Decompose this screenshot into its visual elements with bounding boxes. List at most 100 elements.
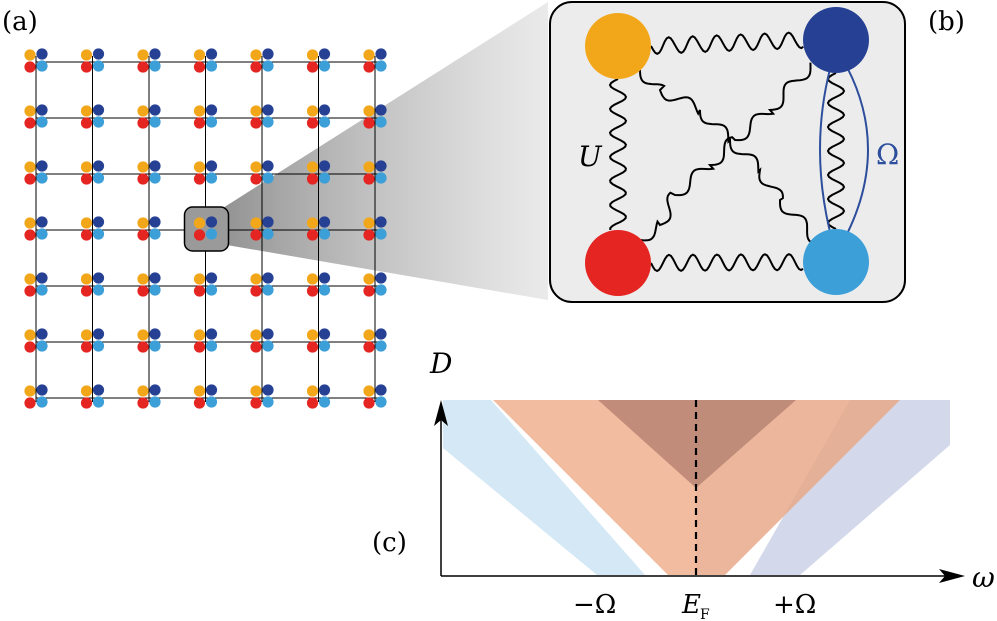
highlighted-unit-cell	[183, 206, 230, 252]
lattice-orbital-light-blue	[92, 396, 105, 408]
lattice-orbital-orange	[193, 49, 206, 61]
lattice-orbital-light-blue	[205, 284, 218, 296]
lattice-orbital-light-blue	[149, 116, 161, 128]
lattice-orbital-orange	[24, 217, 36, 229]
lattice-orbital-red	[363, 173, 375, 185]
lattice-orbital-dark-blue	[92, 48, 105, 60]
unit-cell-panel: U Ω	[549, 1, 906, 303]
lattice-orbital-light-blue	[318, 284, 331, 296]
lattice-orbital-red	[193, 397, 206, 409]
orbital-node-dark-blue	[803, 7, 869, 73]
lattice-orbital-dark-blue	[36, 160, 48, 172]
lattice-orbital-orange	[306, 161, 319, 173]
lattice-orbital-dark-blue	[375, 48, 387, 60]
lattice-orbital-red	[306, 117, 319, 129]
lattice-orbital-red	[137, 229, 149, 241]
lattice-orbital-red	[80, 173, 93, 185]
lattice-orbital-light-blue	[318, 228, 331, 240]
lattice-orbital-red	[193, 117, 206, 129]
lattice-orbital-red	[24, 397, 36, 409]
hybridization-label-omega: Ω	[876, 138, 899, 171]
lattice-orbital-dark-blue	[149, 216, 161, 228]
tick-plus-omega: +Ω	[773, 590, 816, 620]
lattice-orbital-red	[80, 397, 93, 409]
lattice-orbital-red	[193, 229, 206, 241]
lattice-orbital-orange	[80, 329, 93, 341]
lattice-orbital-light-blue	[318, 172, 331, 184]
lattice-orbital-red	[306, 341, 319, 353]
lattice-orbital-dark-blue	[92, 328, 105, 340]
lattice-orbital-red	[80, 285, 93, 297]
lattice-orbital-dark-blue	[375, 384, 387, 396]
lattice-orbital-red	[363, 397, 375, 409]
lattice-orbital-red	[250, 341, 262, 353]
lattice-orbital-orange	[193, 329, 206, 341]
interaction-label-u: U	[578, 140, 603, 173]
lattice-orbital-red	[363, 117, 375, 129]
lattice-orbital-light-blue	[36, 396, 48, 408]
lattice-orbital-dark-blue	[205, 160, 218, 172]
lattice-orbital-red	[24, 285, 36, 297]
lattice-orbital-red	[250, 285, 262, 297]
lattice-orbital-dark-blue	[149, 160, 161, 172]
tick-fermi-subscript: F	[700, 607, 710, 621]
hybridization-arc-left	[819, 47, 837, 255]
lattice-orbital-red	[250, 229, 262, 241]
panel-label-a: (a)	[2, 7, 38, 37]
lattice-orbital-dark-blue	[36, 104, 48, 116]
lattice-orbital-dark-blue	[149, 384, 161, 396]
lattice-orbital-red	[250, 61, 262, 73]
lattice-orbital-light-blue	[318, 340, 331, 352]
lattice-orbital-dark-blue	[262, 216, 274, 228]
lattice-orbital-orange	[24, 105, 36, 117]
lattice-orbital-dark-blue	[318, 104, 331, 116]
band-lavender	[750, 400, 950, 575]
lattice-orbital-orange	[363, 49, 375, 61]
wiggle-left	[608, 78, 628, 230]
lattice-orbital-orange	[250, 329, 262, 341]
lattice-orbital-red	[193, 341, 206, 353]
lattice-orbital-dark-blue	[149, 104, 161, 116]
band-overlap	[598, 400, 796, 488]
lattice-orbital-orange	[363, 161, 375, 173]
lattice-orbital-light-blue	[375, 60, 387, 72]
lattice-orbital-red	[24, 117, 36, 129]
lattice-orbital-red	[193, 61, 206, 73]
lattice-orbital-dark-blue	[262, 160, 274, 172]
lattice-orbital-light-blue	[149, 284, 161, 296]
lattice-orbital-red	[193, 173, 206, 185]
lattice-orbital-dark-blue	[205, 328, 218, 340]
lattice-orbital-light-blue	[149, 340, 161, 352]
lattice-orbital-dark-blue	[149, 48, 161, 60]
lattice-orbital-orange	[306, 329, 319, 341]
lattice-orbital-orange	[80, 161, 93, 173]
wiggle-top	[650, 31, 804, 55]
zoom-cone	[215, 2, 548, 300]
lattice-orbital-light-blue	[375, 284, 387, 296]
lattice-orbital-dark-blue	[36, 216, 48, 228]
lattice-orbital-orange	[24, 49, 36, 61]
y-axis-label: D	[429, 347, 452, 380]
lattice-orbital-red	[24, 229, 36, 241]
wiggle-right	[826, 72, 846, 230]
lattice-orbital-dark-blue	[318, 216, 331, 228]
lattice-orbital-orange	[80, 217, 93, 229]
lattice-orbital-red	[363, 285, 375, 297]
lattice-orbital-red	[250, 117, 262, 129]
band-orange-left	[493, 400, 696, 575]
lattice-orbital-dark-blue	[318, 328, 331, 340]
lattice-orbital-orange	[250, 385, 262, 397]
orbital-node-orange	[585, 13, 651, 79]
lattice-orbital-red	[137, 397, 149, 409]
lattice-orbital-orange	[137, 161, 149, 173]
lattice-orbital-light-blue	[205, 116, 218, 128]
lattice-orbital-light-blue	[92, 228, 105, 240]
lattice-orbital-light-blue	[262, 340, 274, 352]
band-orange-right	[696, 400, 900, 575]
lattice-orbital-dark-blue	[92, 216, 105, 228]
lattice-orbital-light-blue	[149, 228, 161, 240]
lattice-orbital-orange	[250, 273, 262, 285]
lattice-orbital-red	[137, 285, 149, 297]
lattice-orbital-red	[306, 397, 319, 409]
lattice-orbital-dark-blue	[205, 216, 218, 228]
